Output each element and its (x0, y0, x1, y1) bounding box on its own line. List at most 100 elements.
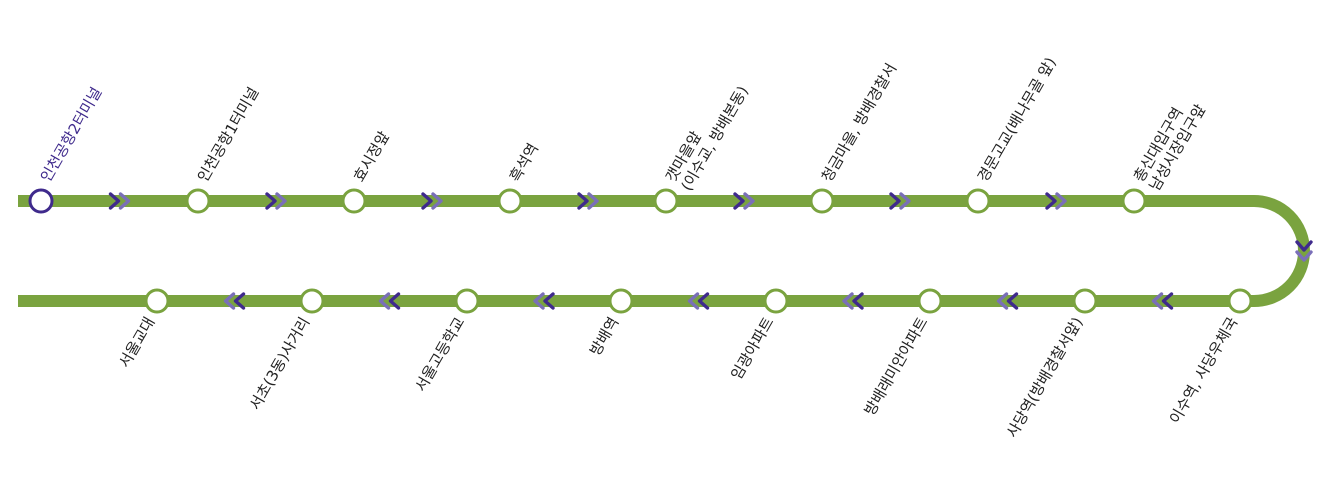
chevron-icon (996, 292, 1009, 310)
route-stops: 인천공항2터미널 인천공항1터미널 효시정앞 흑석역 갯마을앞(이수교, 방배본동) 청금… (28, 54, 1253, 441)
chevron-icon (733, 192, 745, 210)
direction-arrow (533, 292, 555, 310)
direction-arrow (889, 192, 911, 210)
chevron-icon (421, 192, 433, 210)
direction-arrow (265, 192, 287, 210)
stop-label: 방배래미안아파트 (861, 314, 932, 419)
chevron-icon (1006, 292, 1019, 310)
route-stop[interactable]: 갯마을앞(이수교, 방배본동) (653, 74, 752, 214)
stop-label: 인천공항2터미널 (37, 84, 106, 185)
stop-name: 서울고등학교 (411, 314, 468, 395)
chevron-icon (1151, 292, 1164, 310)
chevron-icon (108, 192, 121, 210)
chevron-icon (889, 192, 901, 210)
stop-label: 총신대입구역남성시장입구앞 (1130, 92, 1210, 194)
chevron-icon (233, 292, 246, 310)
stop-name: 흑석역 (506, 140, 542, 185)
chevron-icon (1045, 192, 1057, 210)
stop-marker (454, 288, 480, 314)
stop-marker (917, 288, 943, 314)
direction-arrow (421, 192, 443, 210)
route-stop[interactable]: 인천공항1터미널 (185, 84, 263, 214)
stop-label: 서초(3동)사거리 (246, 314, 314, 413)
stop-marker (809, 188, 835, 214)
direction-arrow (1295, 240, 1313, 262)
chevron-icon (687, 292, 700, 310)
stop-marker (185, 188, 211, 214)
chevron-icon (223, 292, 236, 310)
stop-name: 효시정앞 (350, 128, 393, 185)
stop-marker (28, 188, 54, 214)
stop-name: 방배역 (586, 314, 622, 359)
stop-name: 방배래미안아파트 (861, 314, 932, 419)
route-stop[interactable]: 방배래미안아파트 (861, 288, 943, 419)
chevron-icon (1295, 250, 1313, 262)
direction-arrow (996, 292, 1019, 310)
stop-label: 방배역 (586, 314, 622, 359)
chevron-icon (743, 192, 755, 210)
route-stop[interactable]: 사당역(방배경찰서앞) (1003, 288, 1098, 441)
direction-arrow (223, 292, 246, 310)
direction-arrow (733, 192, 755, 210)
stop-label: 갯마을앞(이수교, 방배본동) (662, 74, 752, 194)
stop-marker (1227, 288, 1253, 314)
chevron-icon (1295, 240, 1313, 252)
stop-label: 흑석역 (506, 140, 542, 185)
stop-label: 효시정앞 (350, 128, 393, 185)
chevron-icon (852, 292, 864, 310)
route-stop[interactable]: 청금마을, 방배경찰서 (809, 60, 900, 214)
stop-marker (763, 288, 789, 314)
stop-name: 임광아파트 (727, 314, 777, 383)
chevron-icon (265, 192, 277, 210)
chevron-icon (533, 292, 545, 310)
stop-name: 경문고교(배나무골 앞) (974, 54, 1060, 185)
route-stop[interactable]: 총신대입구역남성시장입구앞 (1121, 92, 1210, 214)
chevron-icon (587, 192, 599, 210)
stop-name: 서울교대 (115, 314, 158, 371)
stop-marker (608, 288, 634, 314)
direction-arrow (577, 192, 599, 210)
route-stop[interactable]: 경문고교(배나무골 앞) (965, 54, 1060, 214)
route-stop[interactable]: 이수역, 사당우체국 (1166, 288, 1253, 427)
stop-label: 경문고교(배나무골 앞) (974, 54, 1060, 185)
stop-label: 이수역, 사당우체국 (1166, 314, 1242, 427)
stop-name: 청금마을, 방배경찰서 (818, 60, 900, 185)
route-lines (18, 195, 1310, 307)
current-stop[interactable]: 인천공항2터미널 (28, 84, 106, 214)
chevron-icon (1161, 292, 1174, 310)
stop-marker (497, 188, 523, 214)
chevron-icon (378, 292, 391, 310)
chevron-icon (275, 192, 287, 210)
stop-name: 사당역(방배경찰서앞) (1003, 314, 1087, 441)
direction-arrow (1151, 292, 1174, 310)
stop-marker (1072, 288, 1098, 314)
chevron-icon (388, 292, 401, 310)
route-stop[interactable]: 서초(3동)사거리 (246, 288, 325, 413)
chevron-icon (899, 192, 911, 210)
stop-label: 임광아파트 (727, 314, 777, 383)
stop-marker (299, 288, 325, 314)
stop-label: 서울고등학교 (411, 314, 468, 395)
direction-arrow (687, 292, 710, 310)
stop-label: 인천공항1터미널 (194, 84, 263, 185)
stop-name: 서초(3동)사거리 (246, 314, 314, 413)
chevron-icon (543, 292, 555, 310)
stop-label: 서울교대 (115, 314, 158, 371)
chevron-icon (118, 192, 131, 210)
direction-arrow (108, 192, 131, 210)
stop-name: 인천공항2터미널 (37, 84, 106, 185)
stop-marker (653, 188, 679, 214)
direction-arrow (842, 292, 864, 310)
stop-marker (1121, 188, 1147, 214)
direction-arrow (1045, 192, 1067, 210)
stop-name: 이수역, 사당우체국 (1166, 314, 1242, 427)
stop-marker (144, 288, 170, 314)
stop-marker (965, 188, 991, 214)
direction-arrows (108, 192, 1313, 310)
stop-label: 청금마을, 방배경찰서 (818, 60, 900, 185)
chevron-icon (697, 292, 710, 310)
chevron-icon (577, 192, 589, 210)
direction-arrow (378, 292, 401, 310)
chevron-icon (431, 192, 443, 210)
